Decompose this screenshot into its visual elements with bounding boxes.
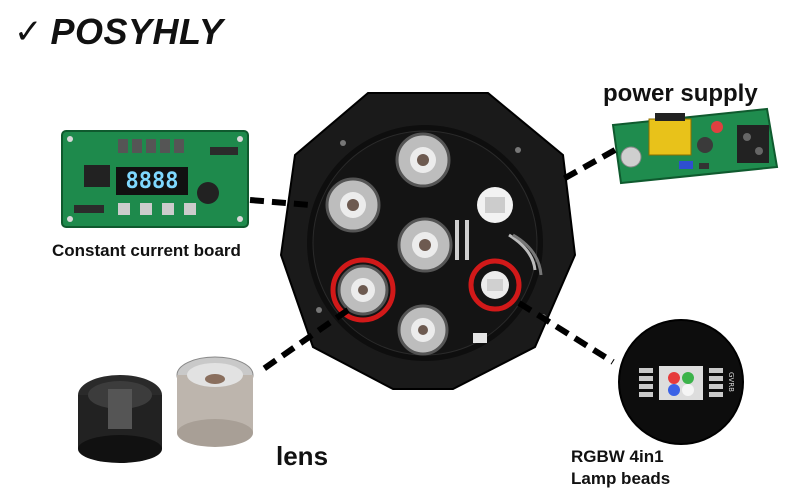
led-lens (337, 264, 389, 316)
bead-marking: GVRB (727, 372, 735, 392)
lamp-bead-closeup-image: GVRB (618, 319, 744, 445)
lens-photo-image (78, 356, 254, 463)
rgbw-label-line2: Lamp beads (571, 469, 671, 488)
rgbw-label-line1: RGBW 4in1 (571, 447, 664, 466)
constant-current-board-label: Constant current board (52, 241, 241, 260)
led-lens (397, 217, 453, 273)
led-lens (397, 304, 449, 356)
board-display: 8888 (126, 169, 179, 194)
par-light-fixture-image (279, 92, 577, 390)
brand-name: POSYHLY (50, 11, 224, 52)
brand-logo: ✓ POSYHLY (14, 11, 224, 52)
lens-label: lens (276, 441, 329, 471)
check-icon: ✓ (14, 13, 43, 51)
bare-led-bead (481, 271, 509, 299)
lens-highlight-circle (330, 257, 396, 323)
power-supply-image (611, 107, 779, 185)
constant-current-board-image: 8888 (61, 130, 249, 228)
rgbw-lamp-beads-label: RGBW 4in1 Lamp beads (571, 446, 670, 490)
power-supply-label: power supply (603, 80, 758, 107)
bead-highlight-circle (468, 258, 522, 312)
led-lens (395, 132, 451, 188)
led-lens (325, 177, 381, 233)
